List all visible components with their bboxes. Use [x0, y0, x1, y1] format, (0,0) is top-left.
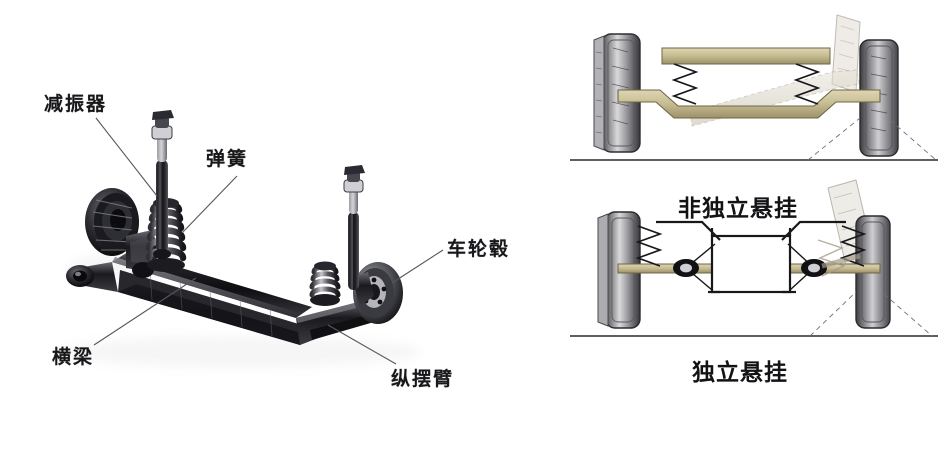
leader-hub [391, 249, 444, 284]
left-upper-arm [656, 220, 721, 241]
assembly-shadow [60, 336, 420, 368]
right-shock-absorber [343, 165, 365, 290]
ghost-half-shaft [821, 253, 861, 269]
right-coil-spring [309, 261, 341, 306]
left-spring-dependent [671, 63, 699, 105]
callout-label-damper: 减振器 [44, 93, 108, 115]
right-upper-arm [781, 220, 846, 241]
differential-housing [710, 234, 792, 294]
diagram-independent-suspension [570, 179, 938, 337]
leader-spring [181, 175, 238, 234]
callout-leader-lines [93, 117, 444, 365]
callout-label-spring: 弹簧 [206, 148, 249, 170]
suspension-type-comparison [560, 0, 948, 450]
callout-label-wheel-hub: 车轮毂 [447, 238, 511, 260]
leader-damper [95, 117, 158, 197]
comparison-diagrams [570, 14, 938, 337]
caption-independent-suspension: 独立悬挂 [692, 360, 788, 386]
hub-fins [92, 199, 133, 251]
callout-label-cross-beam: 横梁 [52, 346, 95, 368]
leader-beam [93, 277, 197, 346]
motion-dashes-independent [809, 291, 933, 337]
left-cv-joint [673, 259, 699, 277]
chassis-rail-dependent [661, 47, 831, 65]
callout-label-trailing-arm: 纵摆臂 [391, 368, 455, 390]
left-shock-absorber [151, 110, 174, 259]
right-cv-joint [801, 259, 827, 277]
torsion-beam-axle-photo: 减振器 弹簧 车轮毂 横梁 纵摆臂 [44, 93, 511, 390]
caption-dependent-suspension: 非独立悬挂 [678, 196, 798, 222]
right-trailing-arm [296, 300, 374, 345]
left-spring-independent [635, 225, 663, 267]
ghost-spring-independent [817, 239, 846, 277]
axle-assembly-drawing [60, 110, 444, 368]
leader-arm [327, 324, 397, 365]
rigid-axle-beam [617, 89, 881, 119]
left-trailing-arm [66, 262, 118, 292]
right-spring-dependent [793, 63, 821, 105]
diagram-dependent-suspension [570, 14, 938, 161]
motion-dashes-dependent [807, 117, 937, 161]
right-hub-assembly [352, 262, 403, 324]
